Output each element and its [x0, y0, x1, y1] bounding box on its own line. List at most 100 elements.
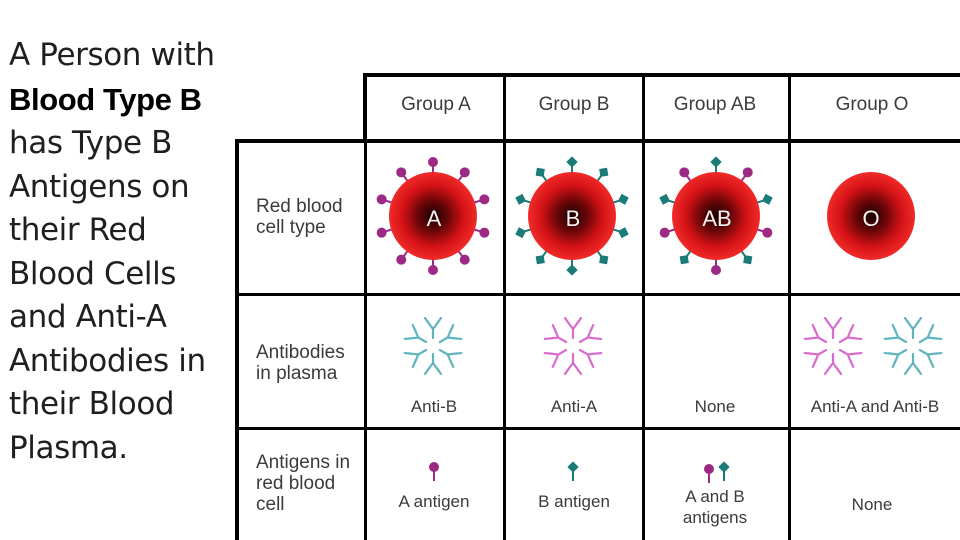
b-antigen-icon: [567, 461, 579, 473]
header-group-b: Group B: [538, 94, 610, 115]
b-antigen-marker: [535, 167, 545, 177]
antibody-y-shape: [543, 348, 568, 369]
antibody-label-b: Anti-A: [550, 397, 598, 416]
table-col-divider-3: [788, 73, 791, 540]
antibody-y-icon: [903, 316, 923, 340]
antibody-label-o: Anti-A and Anti-B: [810, 397, 940, 416]
caption-text-1: A Person with: [9, 37, 215, 73]
antibody-label-a: Anti-B: [410, 397, 458, 416]
row-label-antigens-line3: cell: [256, 494, 285, 515]
antibody-y-icon: [423, 316, 443, 340]
antibody-y-shape: [403, 348, 428, 369]
antibody-y-shape: [823, 352, 843, 376]
antibody-y-icon: [918, 348, 943, 369]
a-antigen-marker: [376, 194, 387, 205]
table-border-row3: [235, 427, 960, 430]
a-antigen-marker: [762, 227, 773, 238]
a-antigen-marker: [428, 265, 438, 275]
a-antigen-marker: [459, 167, 470, 178]
antibody-y-shape: [838, 323, 863, 344]
antibody-y-icon: [883, 323, 908, 344]
a-antigen-marker: [459, 254, 470, 265]
antibody-y-icon: [543, 348, 568, 369]
antibody-y-icon: [403, 323, 428, 344]
a-antigen-marker: [742, 167, 753, 178]
antibody-y-icon: [578, 323, 603, 344]
caption-text-2: has Type B Antigens on their Red Blood C…: [9, 125, 206, 466]
antibody-y-icon: [563, 352, 583, 376]
antibody-y-icon: [883, 348, 908, 369]
cell-letter-o: O: [862, 206, 880, 231]
row-label-antigens-line2: red blood: [256, 473, 336, 494]
caption-bold-text: Blood Type B: [9, 81, 202, 117]
b-antigen-marker: [535, 255, 545, 265]
table-border-left-head: [363, 73, 367, 143]
a-antigen-marker: [679, 167, 690, 178]
table-border-row1: [235, 139, 960, 143]
row-label-antigens-line1: Antigens in: [256, 452, 351, 473]
cell-letter-ab: AB: [702, 206, 732, 231]
red-blood-cell-b: [528, 172, 616, 260]
row-label-antigens: Antigens in red blood cell: [256, 452, 350, 515]
slide-caption: A Person with Blood Type B has Type B An…: [9, 34, 231, 470]
antibody-y-icon: [838, 348, 863, 369]
a-antigen-marker: [396, 167, 407, 178]
antibody-y-shape: [903, 316, 923, 340]
antibody-y-shape: [903, 352, 923, 376]
a-antigen-marker: [479, 227, 490, 238]
b-antigen-icon: [718, 461, 730, 473]
b-antigen-marker: [617, 227, 629, 239]
antibody-y-shape: [578, 323, 603, 344]
antibody-y-icon: [403, 348, 428, 369]
antibody-y-shape: [918, 323, 943, 344]
b-antigen-marker: [515, 227, 527, 239]
antibody-y-shape: [403, 323, 428, 344]
b-antigen-marker: [761, 193, 773, 205]
rbc-group-a: [376, 157, 490, 275]
antibody-y-shape: [563, 352, 583, 376]
table-col-divider-2: [642, 73, 645, 540]
antibody-y-icon: [438, 348, 463, 369]
row-label-antibodies-line1: Antibodies: [256, 342, 345, 363]
antibody-y-shape: [438, 323, 463, 344]
antibody-y-icon: [438, 323, 463, 344]
antigen-label-ab-line1: A and B: [685, 487, 745, 506]
a-antigen-marker: [659, 227, 670, 238]
red-blood-cell-o: [827, 172, 915, 260]
antibody-y-icon: [803, 348, 828, 369]
antibody-y-icon: [823, 352, 843, 376]
row-label-rbc-line2: cell type: [256, 217, 326, 238]
rbc-group-o: [827, 172, 915, 260]
b-antigen-marker: [659, 193, 671, 205]
antibody-y-shape: [823, 316, 843, 340]
antibody-y-shape: [543, 323, 568, 344]
antigen-label-ab-line2: antigens: [682, 508, 748, 527]
rbc-group-ab: [659, 156, 773, 275]
antigen-label-ab: A and B antigens: [645, 486, 785, 528]
antibody-y-icon: [578, 348, 603, 369]
antibody-y-shape: [423, 352, 443, 376]
cell-letter-a: A: [426, 206, 442, 231]
a-antigen-marker: [376, 227, 387, 238]
a-antigen-marker: [428, 157, 438, 167]
b-antigen-marker: [566, 156, 578, 168]
red-blood-cell-ab: [672, 172, 760, 260]
antibody-y-icon: [823, 316, 843, 340]
a-antigen-icon: [429, 462, 439, 472]
row-label-antibodies-line2: in plasma: [256, 363, 338, 384]
b-antigen-marker: [515, 193, 527, 205]
row-label-antibodies: Antibodies in plasma: [256, 342, 345, 384]
antibody-y-shape: [438, 348, 463, 369]
b-antigen-marker: [710, 156, 722, 168]
antibody-y-shape: [838, 348, 863, 369]
antigen-label-a: A antigen: [398, 492, 470, 511]
antibody-y-shape: [563, 316, 583, 340]
antibody-y-shape: [803, 323, 828, 344]
table-border-top: [363, 73, 960, 77]
antibody-label-ab: None: [694, 397, 736, 416]
antibody-y-shape: [578, 348, 603, 369]
antibody-y-icon: [838, 323, 863, 344]
b-antigen-marker: [679, 255, 689, 265]
header-group-ab: Group AB: [673, 94, 757, 115]
